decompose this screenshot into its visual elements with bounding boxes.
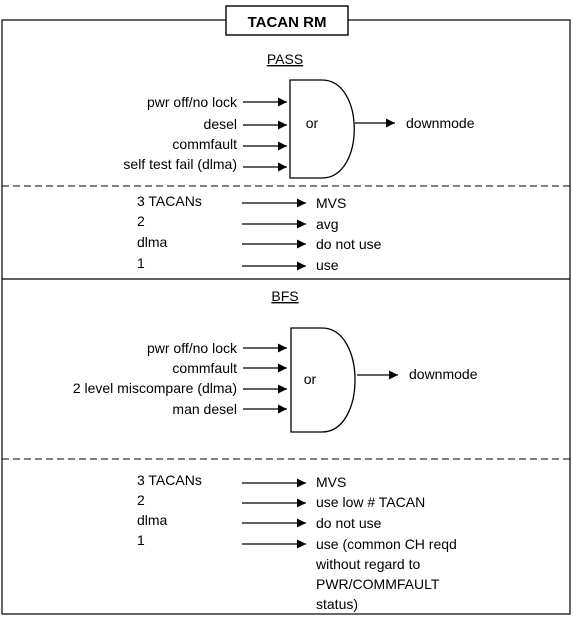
bfs-input-1: pwr off/no lock (147, 340, 238, 356)
pass-input-3: commfault (172, 136, 237, 152)
pass-rule-action-2: avg (316, 216, 339, 232)
bfs-rule-count-1: 3 TACANs (137, 472, 202, 488)
bfs-note-line-2: PWR/COMMFAULT (316, 576, 440, 592)
pass-input-1: pwr off/no lock (147, 94, 238, 110)
bfs-or-gate (290, 327, 356, 433)
bfs-header: BFS (271, 288, 298, 304)
bfs-rule-count-2: 2 (137, 492, 145, 508)
pass-input-2: desel (204, 116, 237, 132)
bfs-rule-action-4: use (common CH reqd (316, 536, 457, 552)
pass-rule-action-3: do not use (316, 236, 382, 252)
bfs-input-2: commfault (172, 360, 237, 376)
pass-rule-count-4: 1 (137, 255, 145, 271)
bfs-input-4: man desel (172, 401, 237, 417)
bfs-rule-action-1: MVS (316, 474, 346, 490)
diagram-title: TACAN RM (248, 14, 327, 31)
bfs-note-line-3: status) (316, 596, 358, 612)
pass-rule-count-1: 3 TACANs (137, 193, 202, 209)
pass-gate-label: or (306, 115, 319, 131)
bfs-note-line-1: without regard to (315, 556, 420, 572)
pass-rule-count-3: dlma (137, 234, 168, 250)
pass-rule-action-4: use (316, 257, 339, 273)
bfs-input-3: 2 level miscompare (dlma) (73, 380, 237, 396)
title-box (225, 5, 349, 36)
bfs-gate-label: or (304, 371, 317, 387)
pass-rule-count-2: 2 (137, 213, 145, 229)
bfs-rule-count-4: 1 (137, 532, 145, 548)
bfs-rule-action-3: do not use (316, 515, 382, 531)
pass-input-4: self test fail (dlma) (123, 156, 237, 172)
pass-rule-action-1: MVS (316, 195, 346, 211)
outer-frame (1, 19, 571, 615)
bfs-rule-action-2: use low # TACAN (316, 494, 425, 510)
pass-header: PASS (267, 51, 303, 67)
pass-or-gate (289, 79, 355, 179)
pass-output-label: downmode (406, 115, 475, 131)
bfs-rule-count-3: dlma (137, 512, 168, 528)
bfs-output-label: downmode (409, 366, 478, 382)
